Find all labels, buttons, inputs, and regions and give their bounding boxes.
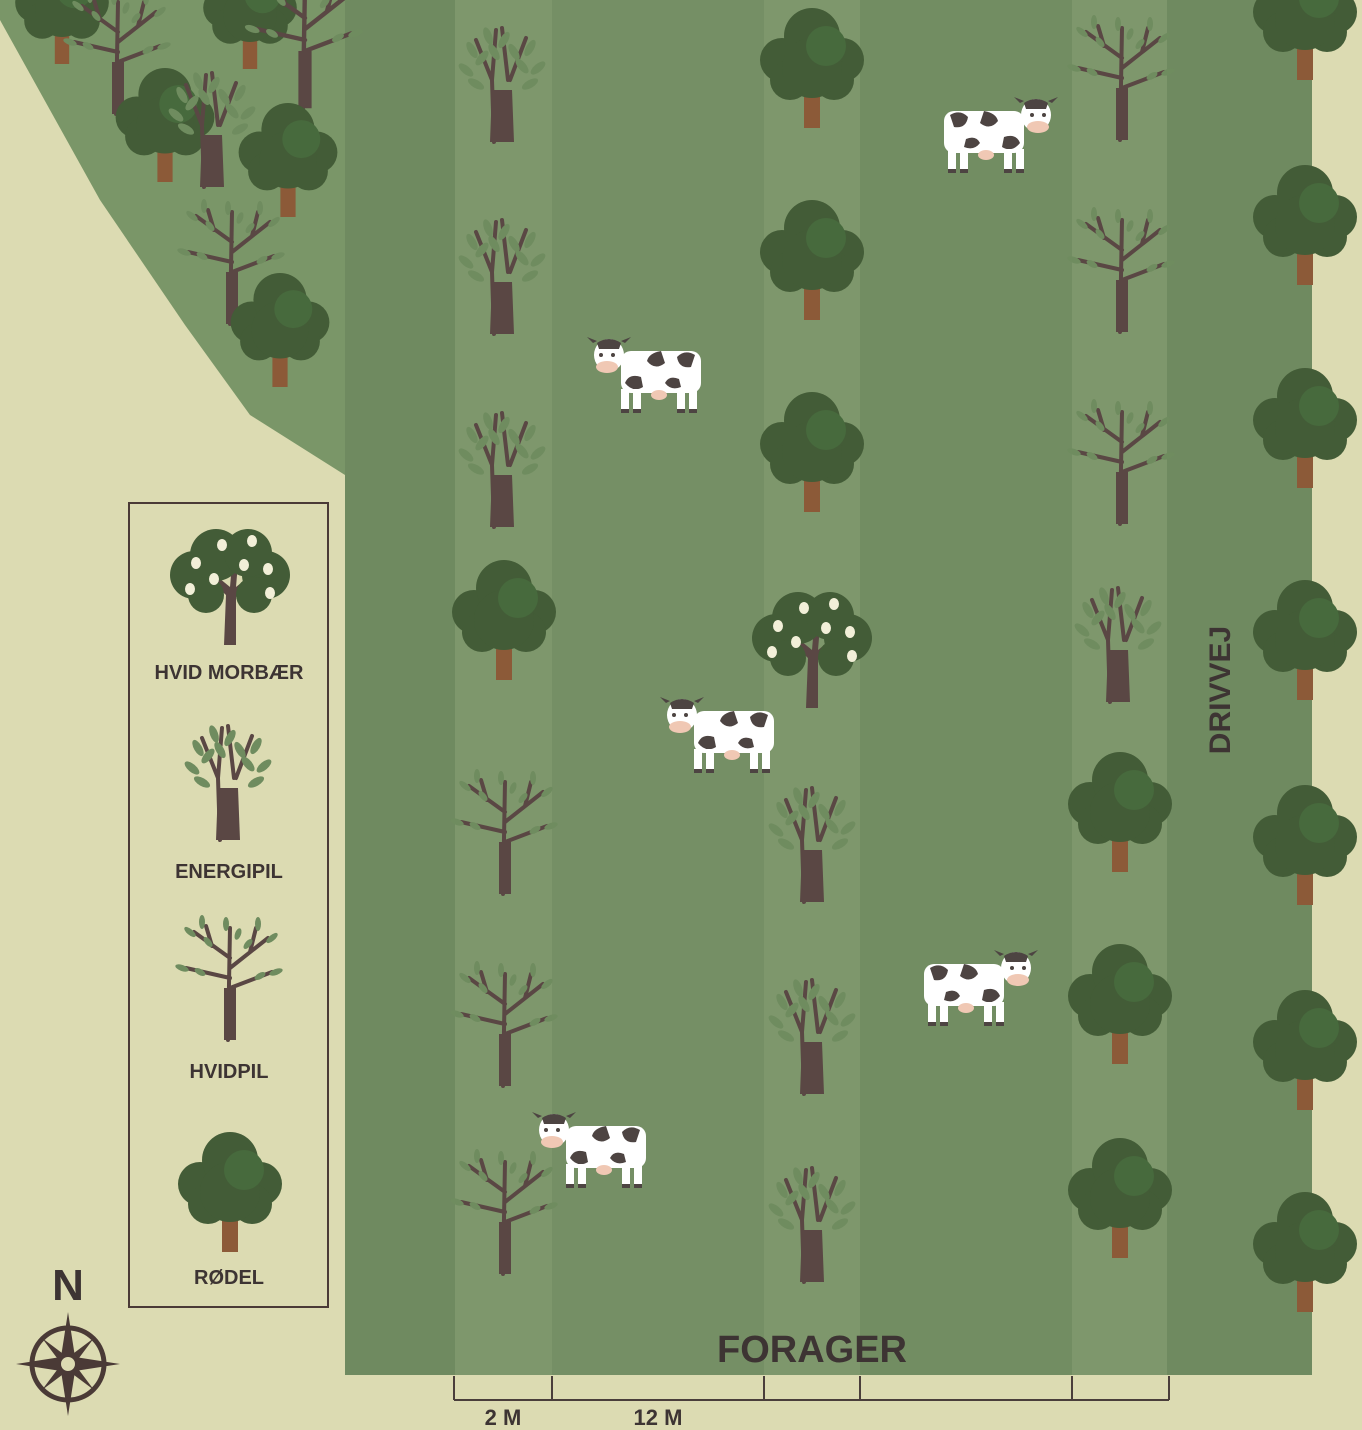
compass-north-label: N xyxy=(52,1261,84,1310)
road-label: DRIVVEJ xyxy=(1204,626,1237,754)
legend-label-roedel: RØDEL xyxy=(194,1267,264,1289)
field-label: FORAGER xyxy=(717,1329,907,1371)
alley-width-label: 12 M xyxy=(634,1405,683,1430)
alley-2 xyxy=(860,0,1072,1375)
legend-label-hvidpil: HVIDPIL xyxy=(190,1061,269,1083)
legend-label-mulberry: HVID MORBÆR xyxy=(155,662,304,684)
strip-width-label: 2 M xyxy=(485,1405,522,1430)
legend-label-energipil: ENERGIPIL xyxy=(175,861,283,883)
